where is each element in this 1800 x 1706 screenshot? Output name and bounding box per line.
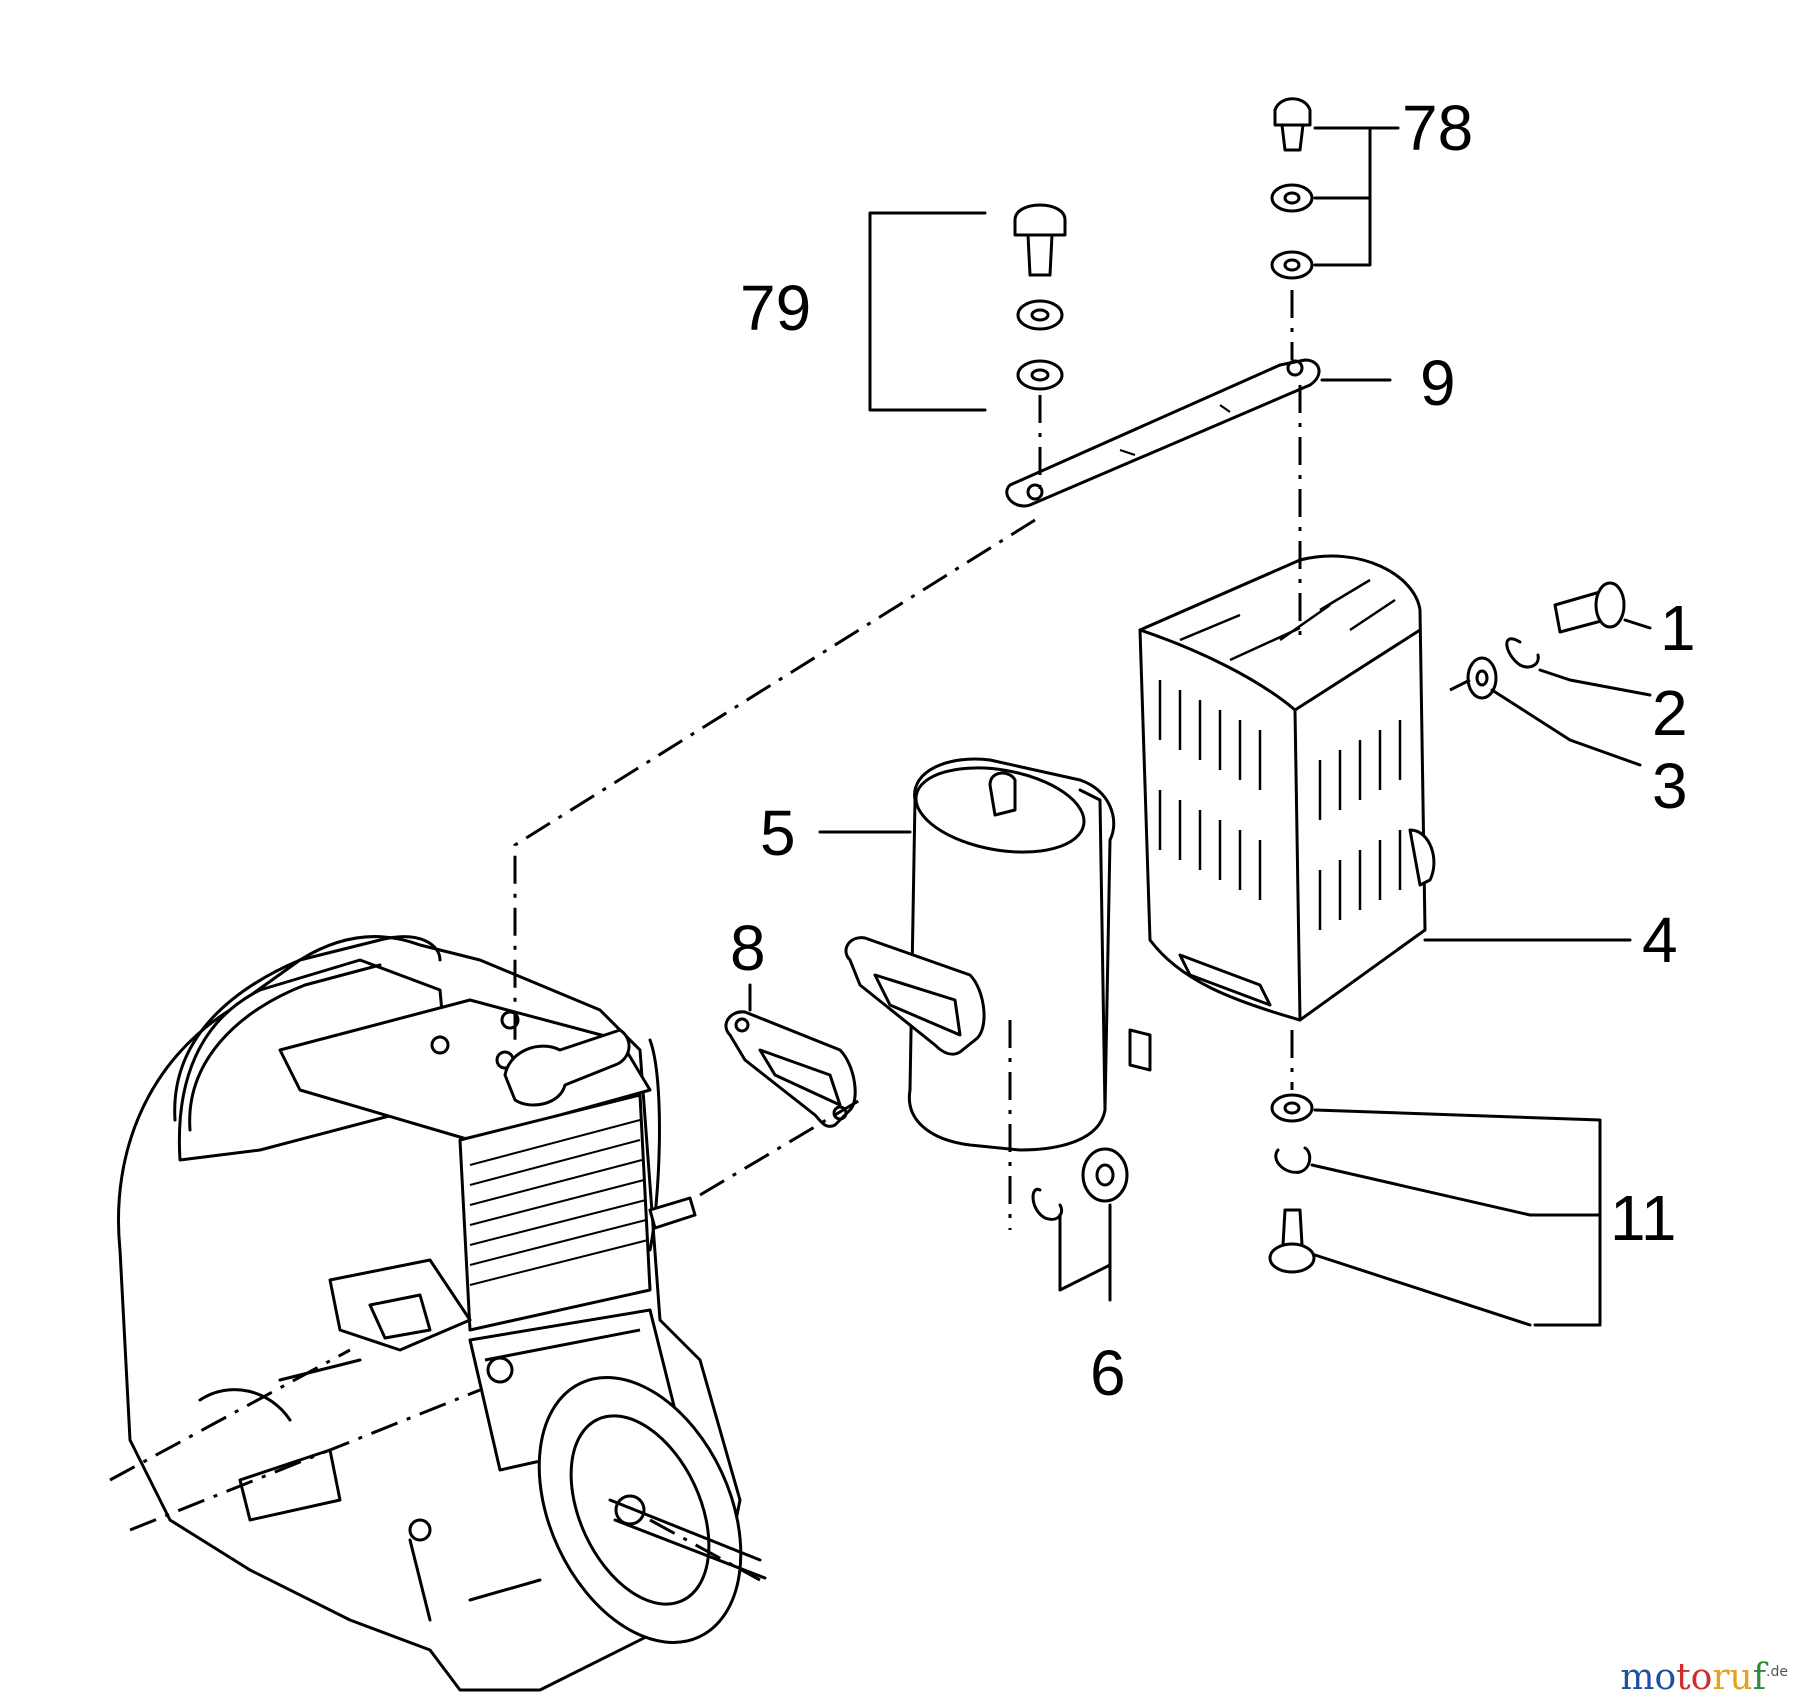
fastener-set-part-11 — [1268, 1093, 1316, 1274]
watermark-suffix: .de — [1766, 1664, 1788, 1680]
watermark-seg2: to — [1676, 1657, 1713, 1698]
assembly-lines — [513, 290, 1471, 1230]
callout-labels: 78 79 9 1 2 3 5 8 4 11 6 — [730, 92, 1696, 1409]
callout-3: 3 — [1652, 750, 1688, 822]
motoruf-watermark: motoruf.de — [1620, 1657, 1788, 1698]
engine-block — [109, 935, 767, 1692]
callout-8: 8 — [730, 912, 766, 984]
callout-9: 9 — [1420, 347, 1456, 419]
bolt-part-1 — [1553, 581, 1626, 634]
watermark-seg1: mo — [1620, 1657, 1677, 1698]
callout-5: 5 — [760, 797, 796, 869]
heat-shield-part-4 — [1138, 554, 1436, 1022]
callout-78: 78 — [1402, 92, 1473, 164]
bolt-set-part-78 — [1270, 97, 1314, 280]
callout-11: 11 — [1610, 1182, 1676, 1254]
watermark-seg3: ru — [1712, 1657, 1753, 1698]
muffler-part-5 — [844, 757, 1152, 1152]
washer-part-3 — [1466, 656, 1498, 700]
callout-6: 6 — [1090, 1337, 1126, 1409]
washer-set-part-6 — [1031, 1147, 1129, 1221]
stay-bracket-part-9 — [1005, 358, 1321, 508]
callout-2: 2 — [1652, 677, 1688, 749]
callout-1: 1 — [1660, 592, 1696, 664]
watermark-seg4: f — [1752, 1657, 1767, 1698]
lock-washer-part-2 — [1505, 637, 1540, 669]
callout-4: 4 — [1642, 904, 1678, 976]
callout-79: 79 — [740, 272, 811, 344]
leader-lines — [748, 126, 1652, 1327]
gasket-part-8 — [724, 1010, 857, 1128]
screw-set-part-79 — [1013, 203, 1067, 391]
